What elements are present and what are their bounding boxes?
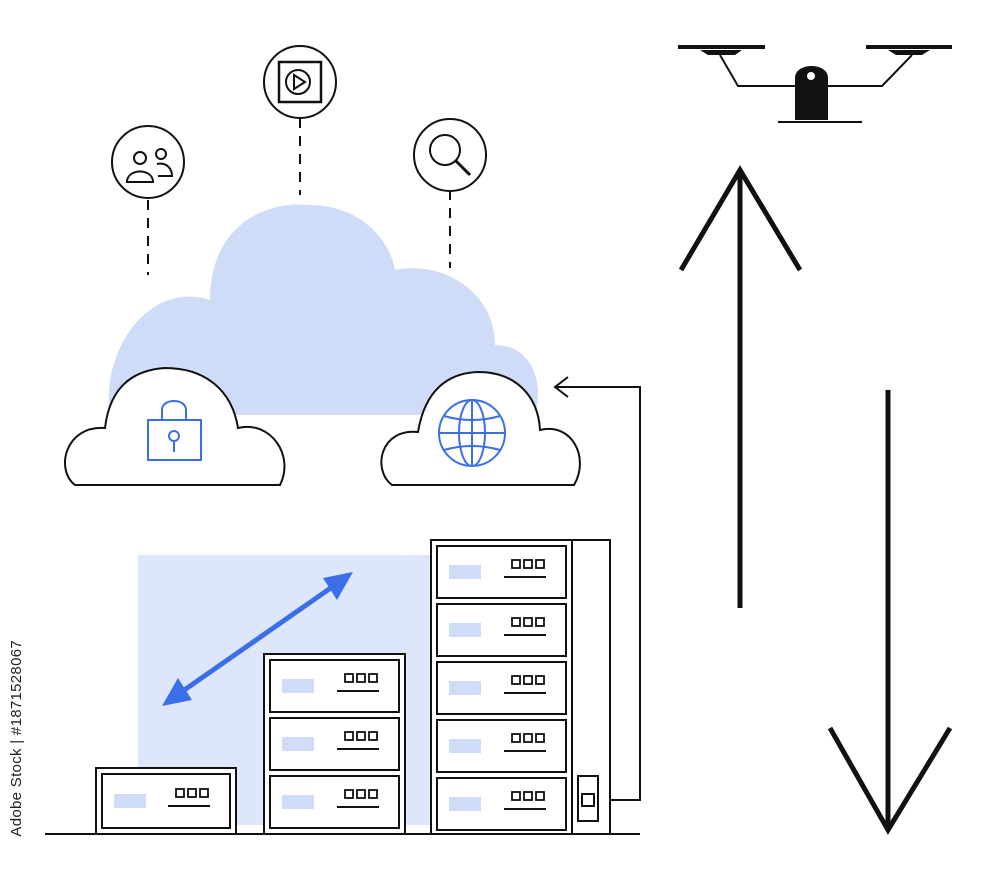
- server-led: [368, 731, 378, 741]
- server-led: [523, 617, 533, 627]
- server-led: [511, 791, 521, 801]
- connector-arrowhead: [553, 376, 569, 398]
- rack-port-inner: [581, 793, 595, 807]
- server-led: [511, 675, 521, 685]
- rack-to-cloud-connector: [555, 386, 641, 801]
- server-led: [523, 791, 533, 801]
- server-led: [356, 673, 366, 683]
- arrow-down-icon: [827, 390, 953, 835]
- server-led: [535, 559, 545, 569]
- server-led: [356, 789, 366, 799]
- search-icon: [413, 118, 487, 192]
- drone-icon: [678, 45, 952, 123]
- server-unit-label-plate: [449, 623, 481, 637]
- server-led: [344, 673, 354, 683]
- server-led: [535, 791, 545, 801]
- server-led: [356, 731, 366, 741]
- lock-cloud: [64, 366, 286, 486]
- users-icon: [111, 125, 185, 199]
- server-led: [523, 675, 533, 685]
- lock-icon: [147, 400, 202, 461]
- server-racks: [95, 539, 573, 835]
- watermark-text: Adobe Stock | #1871528067: [8, 640, 25, 837]
- server-led: [344, 789, 354, 799]
- server-led: [535, 617, 545, 627]
- server-unit-label-plate: [449, 739, 481, 753]
- server-led: [187, 788, 197, 798]
- globe-icon: [438, 399, 506, 467]
- arrow-up-icon: [678, 165, 803, 608]
- server-led: [523, 559, 533, 569]
- server-unit-label-plate: [282, 795, 314, 809]
- server-unit-label-plate: [114, 794, 146, 808]
- server-led: [511, 733, 521, 743]
- server-led: [368, 789, 378, 799]
- server-led: [199, 788, 209, 798]
- server-led: [175, 788, 185, 798]
- diagonal-double-arrow-icon: [162, 572, 353, 706]
- server-unit-label-plate: [449, 681, 481, 695]
- server-unit-label-plate: [449, 797, 481, 811]
- main-cloud: [108, 204, 539, 415]
- server-led: [535, 733, 545, 743]
- play-icon: [263, 45, 337, 119]
- server-led: [511, 559, 521, 569]
- server-led: [344, 731, 354, 741]
- server-unit-label-plate: [282, 679, 314, 693]
- globe-cloud: [380, 370, 581, 486]
- server-led: [523, 733, 533, 743]
- server-led: [511, 617, 521, 627]
- server-led: [368, 673, 378, 683]
- server-unit: [436, 603, 567, 657]
- server-unit-label-plate: [282, 737, 314, 751]
- server-unit-label-plate: [449, 565, 481, 579]
- server-led: [535, 675, 545, 685]
